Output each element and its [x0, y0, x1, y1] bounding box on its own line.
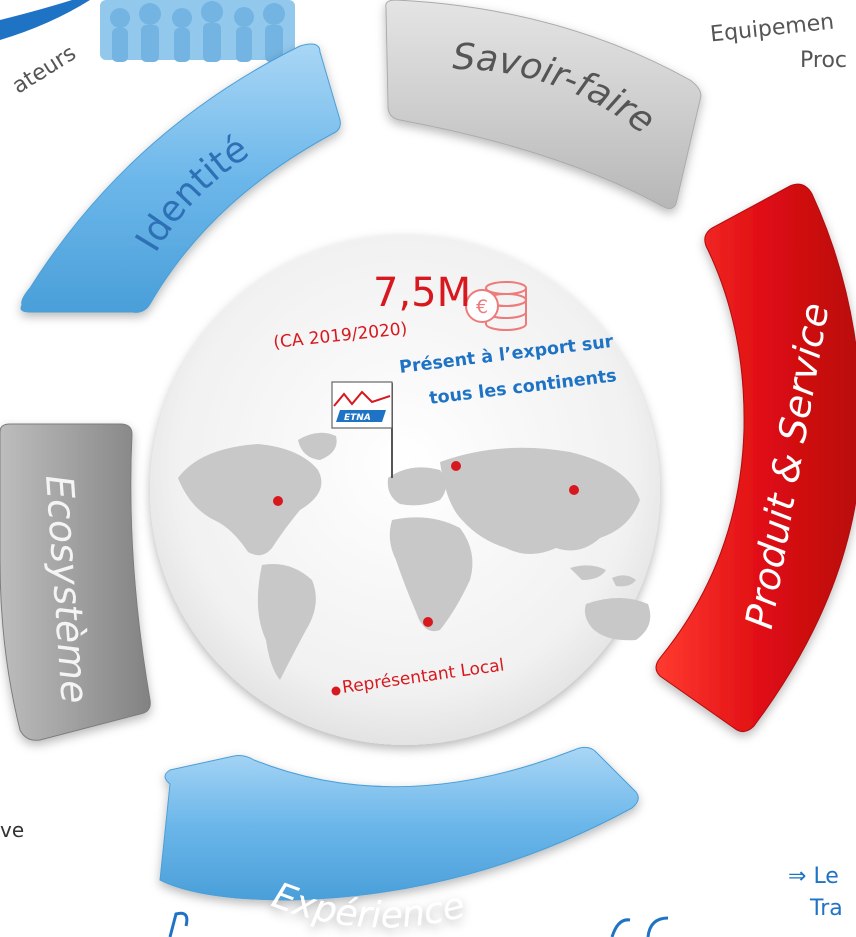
bottom-right-fragment-1: ⇒ Le — [788, 864, 839, 889]
marker-north-america — [273, 496, 283, 506]
etna-flag: ETNA — [331, 381, 393, 478]
bottom-script-fragment — [168, 911, 669, 937]
euro-coins-icon: € — [465, 281, 527, 331]
svg-text:€: € — [476, 296, 488, 318]
bottom-right-fragment-1-text: Le — [813, 864, 839, 889]
marker-africa — [423, 617, 433, 627]
segment-ecosysteme: Ecosystème — [0, 423, 151, 741]
bottom-left-fragment: ve — [0, 818, 25, 842]
world-map-graphic — [178, 432, 651, 680]
flag-label: ETNA — [344, 413, 371, 423]
top-right-fragment-2: Proc — [800, 48, 847, 73]
bottom-right-fragment-2: Tra — [810, 896, 843, 921]
title-fragment-swoosh — [0, 0, 90, 40]
marker-asia — [569, 485, 579, 495]
legend-dot — [331, 686, 341, 696]
segment-savoir-faire: Savoir-faire — [385, 0, 702, 210]
representative-markers — [273, 461, 579, 627]
revenue-value: 7,5M — [373, 270, 471, 316]
segment-produit-service: Produit & Service — [655, 183, 856, 732]
marker-europe — [451, 461, 461, 471]
people-silhouettes-image — [100, 0, 295, 62]
segment-experience: Expérience — [159, 746, 639, 937]
